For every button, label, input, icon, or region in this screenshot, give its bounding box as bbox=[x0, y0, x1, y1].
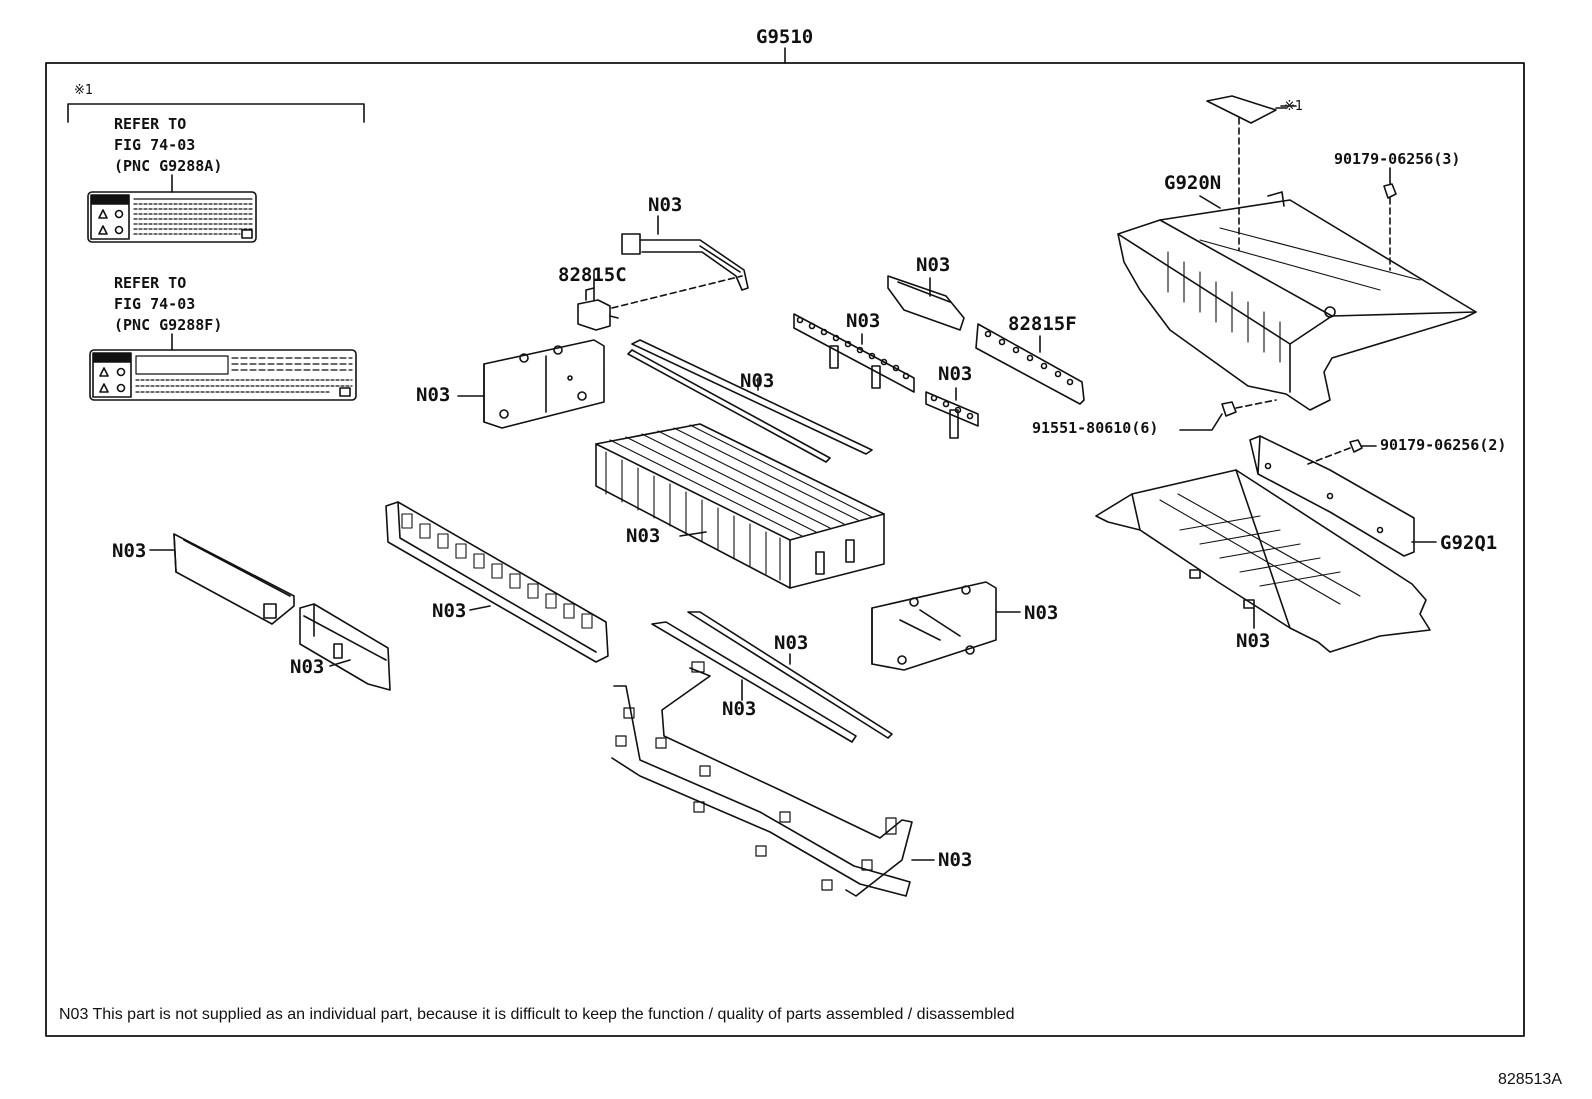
label-n03-harness-lower: N03 bbox=[938, 849, 973, 871]
label-n03-busbar-long: N03 bbox=[432, 600, 467, 622]
assembly-code: G9510 bbox=[756, 26, 814, 48]
refer-block-b: REFER TO FIG 74-03 (PNC G9288F) bbox=[114, 273, 222, 336]
refer-line2-b: FIG 74-03 bbox=[114, 295, 196, 313]
assembly-frame bbox=[45, 62, 1525, 1037]
tie-rod-upper bbox=[627, 339, 873, 463]
note-bracket bbox=[67, 103, 365, 123]
label-82815f: 82815F bbox=[1008, 313, 1077, 335]
refer-block-a: REFER TO FIG 74-03 (PNC G9288A) bbox=[114, 114, 222, 177]
label-n03-small-plate: N03 bbox=[290, 656, 325, 678]
side-plate-small bbox=[299, 603, 391, 691]
figure-id: 828513A bbox=[1497, 1071, 1562, 1088]
bracket-g92q1 bbox=[1249, 435, 1437, 557]
side-plate-left bbox=[149, 533, 295, 625]
part-82815f bbox=[975, 323, 1085, 405]
refer-line2-a: FIG 74-03 bbox=[114, 136, 196, 154]
label-n03-stack: N03 bbox=[626, 525, 661, 547]
label-82815c: 82815C bbox=[558, 264, 627, 286]
screw bbox=[1179, 399, 1277, 431]
bus-bar-module-a bbox=[793, 313, 915, 393]
bracket-upper bbox=[887, 275, 965, 331]
refer-line3-a: (PNC G9288A) bbox=[114, 157, 223, 175]
warning-label-b bbox=[89, 349, 357, 401]
label-n03-rod-lower-2: N03 bbox=[722, 698, 757, 720]
part-82815c bbox=[577, 269, 743, 331]
label-n03-bracket-upper: N03 bbox=[916, 254, 951, 276]
battery-cell-stack bbox=[595, 423, 885, 589]
label-n03-busbar-b: N03 bbox=[938, 363, 973, 385]
label-n03-tray: N03 bbox=[1236, 630, 1271, 652]
label-sheet bbox=[1206, 95, 1277, 124]
label-bolt-top: 90179-06256(3) bbox=[1334, 150, 1461, 168]
tie-rod-lower bbox=[651, 611, 893, 743]
label-g920n: G920N bbox=[1164, 172, 1222, 194]
end-plate-right bbox=[871, 581, 1021, 671]
bolt-mid bbox=[1307, 439, 1377, 465]
label-n03-harness-upper: N03 bbox=[648, 194, 683, 216]
label-n03-end-plate-left: N03 bbox=[416, 384, 451, 406]
bus-bar-long bbox=[385, 501, 609, 663]
label-n03-rod-lower: N03 bbox=[774, 632, 809, 654]
wire-harness-upper bbox=[621, 215, 749, 291]
lower-tray bbox=[1095, 469, 1431, 653]
warning-label-a bbox=[87, 191, 257, 243]
wire-harness-lower bbox=[611, 661, 935, 897]
bolt-top bbox=[1383, 167, 1397, 271]
end-plate-left bbox=[457, 339, 605, 429]
refer-line3-b: (PNC G9288F) bbox=[114, 316, 223, 334]
note-mark-left: ※1 bbox=[74, 83, 94, 98]
refer-line1-b: REFER TO bbox=[114, 274, 187, 292]
label-bolt-mid: 90179-06256(2) bbox=[1380, 436, 1507, 454]
label-g92q1: G92Q1 bbox=[1440, 532, 1498, 554]
label-screw: 91551-80610(6) bbox=[1032, 419, 1159, 437]
label-n03-side-plate: N03 bbox=[112, 540, 147, 562]
refer-line1-a: REFER TO bbox=[114, 115, 187, 133]
label-n03-end-plate-right: N03 bbox=[1024, 602, 1059, 624]
upper-case-g920n bbox=[1117, 191, 1477, 411]
label-n03-rod-upper: N03 bbox=[740, 370, 775, 392]
bus-bar-module-b bbox=[925, 387, 979, 439]
note-mark-right: ※1 bbox=[1284, 99, 1304, 114]
footnote: N03 This part is not supplied as an indi… bbox=[59, 1006, 1015, 1023]
label-n03-busbar-a: N03 bbox=[846, 310, 881, 332]
